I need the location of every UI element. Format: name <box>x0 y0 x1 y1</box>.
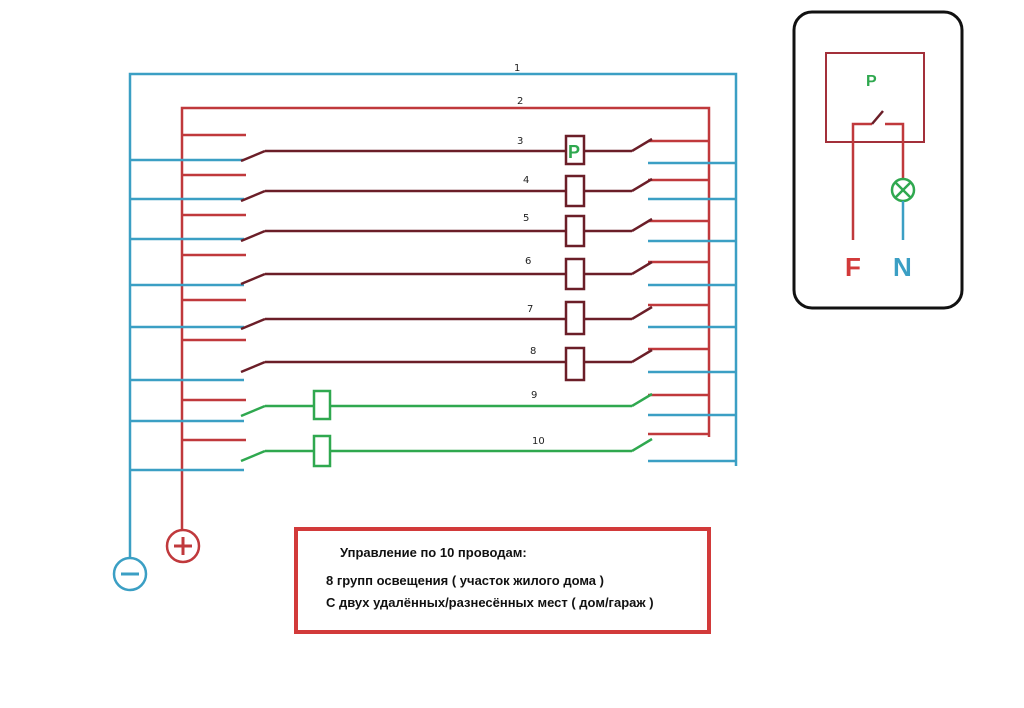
negative-bus <box>128 72 738 558</box>
note-title: Управление по 10 проводам: <box>340 545 527 560</box>
plus-terminal <box>165 528 201 564</box>
legend-neutral-label: N <box>893 252 912 282</box>
note-line-1: 8 групп освещения ( участок жилого дома … <box>326 573 604 588</box>
wire-label-5: 5 <box>523 213 529 224</box>
wire-label-8: 8 <box>530 346 536 357</box>
left-switch-9 <box>240 404 266 418</box>
wire-label-2: 2 <box>517 96 523 107</box>
minus-terminal <box>112 556 148 592</box>
right-switch-7 <box>631 305 653 321</box>
right-switch-10 <box>631 437 653 453</box>
wire-label-9: 9 <box>531 390 537 401</box>
left-switch-6 <box>240 272 266 286</box>
relay-3-label: P <box>568 142 580 162</box>
right-switch-5 <box>631 217 653 233</box>
left-switch-8 <box>240 360 266 374</box>
relay-coil-5 <box>564 214 586 248</box>
description-note: Управление по 10 проводам: 8 групп освещ… <box>294 527 711 634</box>
relay-coil-7 <box>564 300 586 336</box>
legend-phase-label: F <box>845 252 861 282</box>
wire-label-7: 7 <box>527 304 533 315</box>
right-switch-4 <box>631 177 653 193</box>
relay-coil-9 <box>312 389 332 421</box>
wire-label-1: 1 <box>514 63 520 74</box>
legend-panel: P F N <box>792 10 964 310</box>
legend-relay-label: P <box>866 73 877 90</box>
relay-coil-8 <box>564 346 586 382</box>
left-switch-4 <box>240 189 266 203</box>
left-switch-10 <box>240 449 266 463</box>
wire-label-10: 10 <box>532 436 545 447</box>
wire-label-4: 4 <box>523 175 529 186</box>
relay-coil-4 <box>564 174 586 208</box>
control-wires <box>240 134 653 468</box>
right-switch-6 <box>631 260 653 276</box>
relay-coil-10 <box>312 434 332 468</box>
relay-coil-6 <box>564 257 586 291</box>
left-switch-3 <box>240 149 266 163</box>
bus-lines <box>128 72 738 558</box>
left-switch-5 <box>240 229 266 243</box>
wire-label-3: 3 <box>517 136 523 147</box>
wire-label-6: 6 <box>525 256 531 267</box>
right-switch-9 <box>631 392 653 408</box>
positive-bus <box>180 106 711 530</box>
right-switch-3 <box>631 137 653 153</box>
legend-relay-box <box>825 52 925 143</box>
left-switch-7 <box>240 317 266 331</box>
relay-coil-3 <box>564 134 586 166</box>
note-line-2: С двух удалённых/разнесённых мест ( дом/… <box>326 595 654 610</box>
right-switch-8 <box>631 348 653 364</box>
bus-stubs <box>130 133 736 472</box>
wire-labels: 1 2 3 4 5 6 7 8 9 10 <box>514 63 545 447</box>
